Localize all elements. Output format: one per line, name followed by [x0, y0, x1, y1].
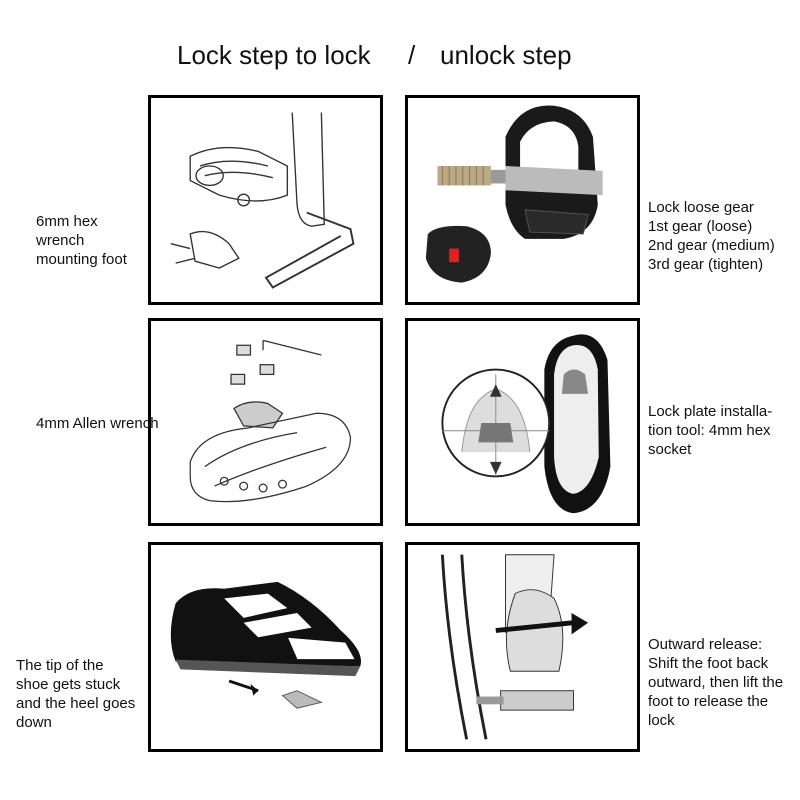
unlock-step-title: unlock step [440, 40, 572, 70]
hex-wrench-caption: 6mm hex wrench mounting foot [36, 213, 127, 268]
lock-plate-caption: Lock plate installa- tion tool: 4mm hex … [648, 403, 773, 458]
pedal-wrench-icon [170, 112, 355, 289]
lock-gear-caption: Lock loose gear 1st gear (loose) 2nd gea… [648, 199, 775, 273]
lock-step-title: Lock step to lock [177, 40, 371, 70]
shoe-engage-panel [148, 542, 383, 752]
foot-release-panel [405, 542, 640, 752]
cleat-mount-icon [189, 339, 352, 503]
cleat-mount-panel [148, 318, 383, 526]
outward-release-caption: Outward release: Shift the foot back out… [648, 636, 784, 729]
foot-release-icon [440, 554, 589, 740]
title-separator: / [408, 40, 416, 70]
pedal-photo-panel [405, 95, 640, 305]
pedal-wrench-panel [148, 95, 383, 305]
toe-stuck-caption: The tip of the shoe gets stuck and the h… [16, 657, 136, 731]
pedal-photo-icon [425, 105, 603, 283]
cleat-adjust-panel [405, 318, 640, 526]
cleat-adjust-icon [441, 334, 611, 514]
allen-wrench-caption: 4mm Allen wrench [36, 415, 159, 432]
shoe-engage-icon [170, 581, 362, 709]
